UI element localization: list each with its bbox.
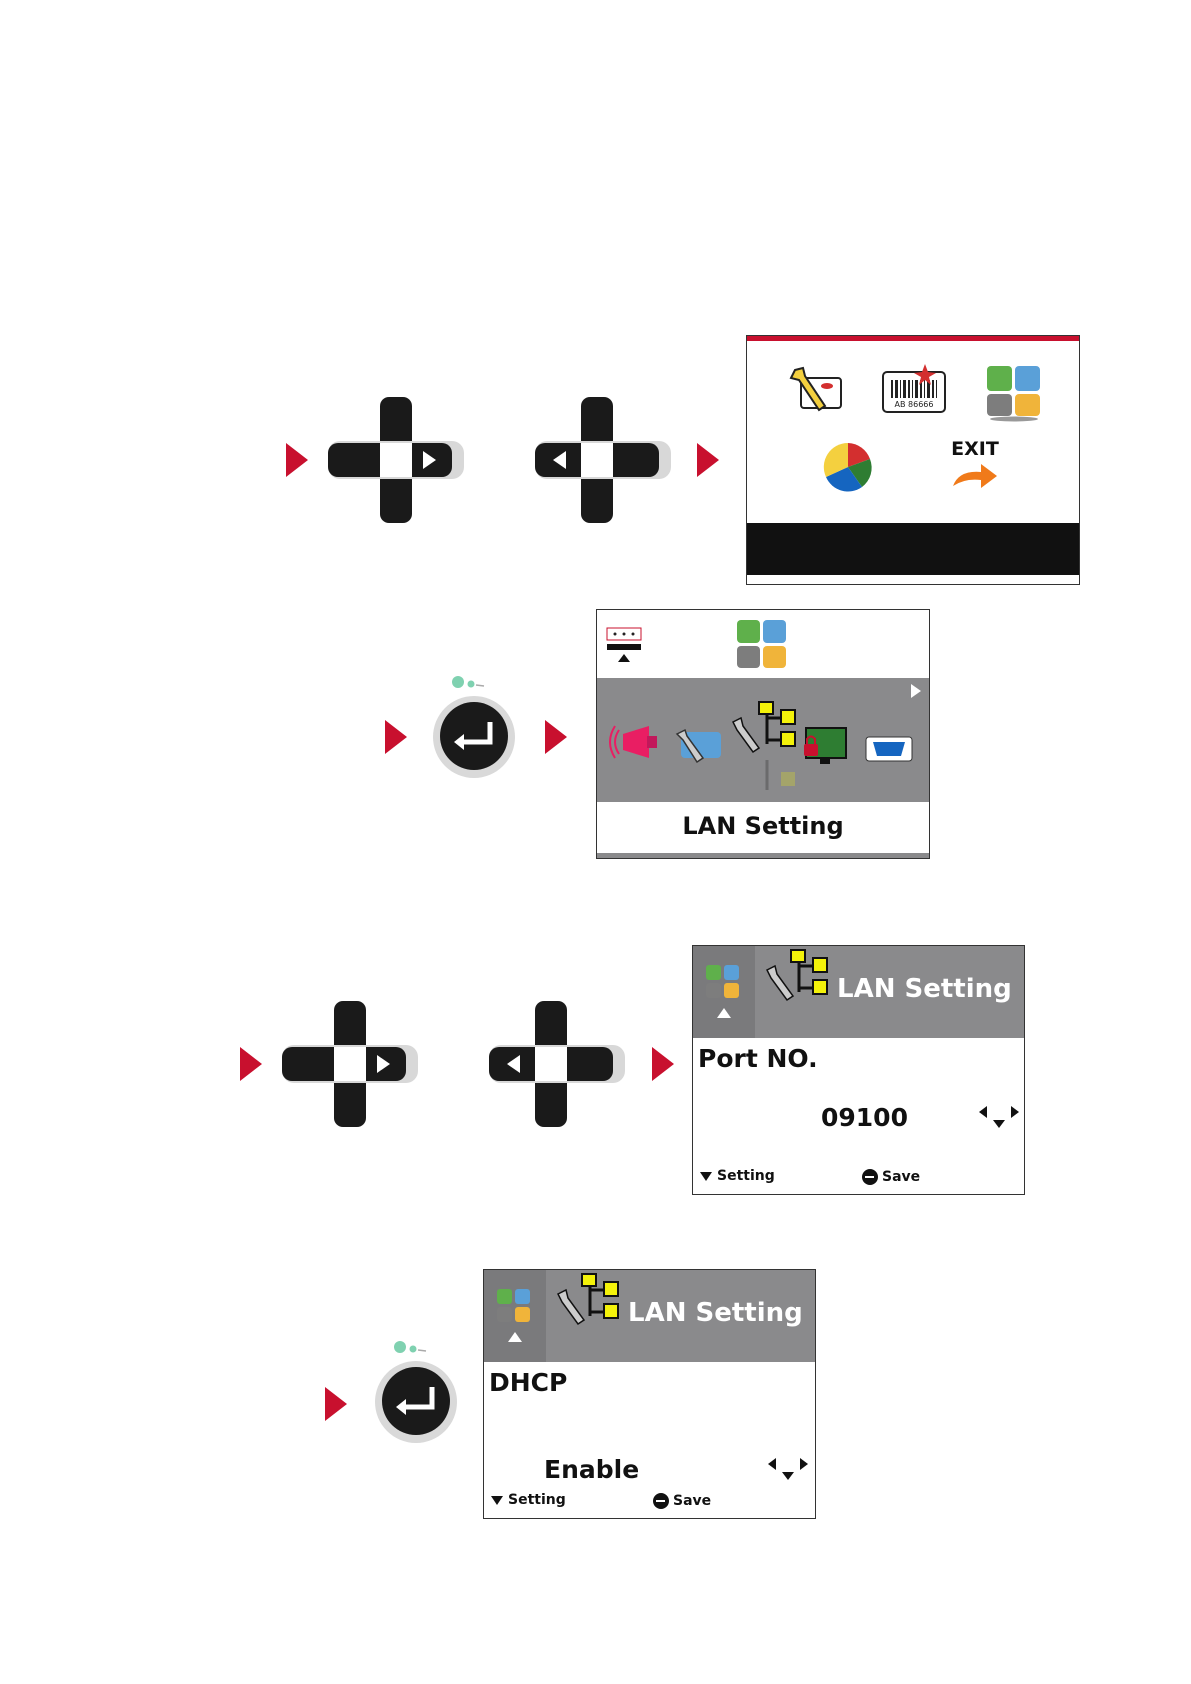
port-setting-screen: LAN Setting Port NO. 09100 Setting Save bbox=[692, 945, 1025, 1195]
interface-icon bbox=[735, 618, 789, 672]
header-bar: LAN Setting bbox=[484, 1270, 815, 1362]
footer-save-label: Save bbox=[673, 1493, 711, 1509]
label-underline bbox=[597, 853, 929, 858]
step-arrow bbox=[697, 443, 719, 477]
submenu-carousel bbox=[597, 678, 929, 802]
footer-setting[interactable]: Setting bbox=[491, 1492, 566, 1508]
security-icon[interactable] bbox=[802, 726, 848, 768]
footer-save[interactable]: Save bbox=[862, 1169, 920, 1185]
footer-setting-label: Setting bbox=[508, 1492, 566, 1508]
selected-item-label: LAN Setting bbox=[597, 812, 929, 840]
step-arrow bbox=[652, 1047, 674, 1081]
enter-icon bbox=[653, 1493, 669, 1509]
printer-setting-icon bbox=[605, 626, 643, 666]
buzzer-icon[interactable] bbox=[609, 720, 659, 764]
dpad-left-key[interactable] bbox=[533, 395, 673, 525]
enter-key[interactable] bbox=[370, 1335, 460, 1445]
svg-text:AB 86666: AB 86666 bbox=[895, 400, 934, 409]
header-bar: LAN Setting bbox=[693, 946, 1024, 1038]
footer-save-label: Save bbox=[882, 1169, 920, 1185]
step-arrow bbox=[325, 1387, 347, 1421]
exit-label: EXIT bbox=[945, 438, 1005, 460]
chart-icon[interactable] bbox=[822, 441, 880, 493]
dpad-right-key[interactable] bbox=[280, 999, 420, 1129]
main-menu-screen: AB 86666 EXIT bbox=[746, 335, 1080, 585]
dhcp-setting-screen: LAN Setting DHCP Enable Setting Save bbox=[483, 1269, 816, 1519]
adjust-arrows-icon[interactable] bbox=[977, 1104, 1021, 1134]
header-title: LAN Setting bbox=[628, 1298, 803, 1328]
up-triangle-icon bbox=[508, 1332, 522, 1342]
field-value[interactable]: 09100 bbox=[821, 1103, 908, 1132]
menu-top-bar bbox=[747, 336, 1079, 341]
step-arrow bbox=[545, 720, 567, 754]
lan-setting-icon[interactable] bbox=[731, 700, 799, 798]
settings-icon[interactable] bbox=[787, 364, 847, 416]
lan-setting-icon bbox=[765, 948, 831, 1036]
down-triangle-icon bbox=[491, 1496, 503, 1505]
interface-icon bbox=[496, 1288, 532, 1324]
header-title: LAN Setting bbox=[837, 974, 1012, 1004]
field-value[interactable]: Enable bbox=[544, 1455, 639, 1484]
lan-setting-icon bbox=[556, 1272, 622, 1360]
field-label: Port NO. bbox=[698, 1044, 818, 1073]
step-arrow bbox=[286, 443, 308, 477]
footer-setting-label: Setting bbox=[717, 1168, 775, 1184]
dpad-right-key[interactable] bbox=[326, 395, 466, 525]
interface-icon[interactable] bbox=[985, 364, 1043, 422]
dpad-left-key[interactable] bbox=[487, 999, 627, 1129]
interface-icon bbox=[705, 964, 741, 1000]
footer-setting[interactable]: Setting bbox=[700, 1168, 775, 1184]
barcode-icon[interactable]: AB 86666 bbox=[881, 362, 947, 416]
adjust-arrows-icon[interactable] bbox=[766, 1456, 810, 1486]
up-triangle-icon bbox=[717, 1008, 731, 1018]
enter-key[interactable] bbox=[428, 670, 518, 780]
step-arrow bbox=[240, 1047, 262, 1081]
field-label: DHCP bbox=[489, 1368, 567, 1397]
enter-icon bbox=[862, 1169, 878, 1185]
interface-menu-screen: LAN Setting bbox=[596, 609, 930, 859]
serial-setting-icon[interactable] bbox=[673, 726, 725, 766]
down-triangle-icon bbox=[700, 1172, 712, 1181]
exit-icon[interactable]: EXIT bbox=[945, 438, 1005, 494]
serial-port-icon[interactable] bbox=[865, 736, 913, 762]
step-arrow bbox=[385, 720, 407, 754]
menu-label-bar bbox=[747, 523, 1079, 575]
footer-save[interactable]: Save bbox=[653, 1493, 711, 1509]
scroll-right-icon[interactable] bbox=[911, 684, 921, 698]
